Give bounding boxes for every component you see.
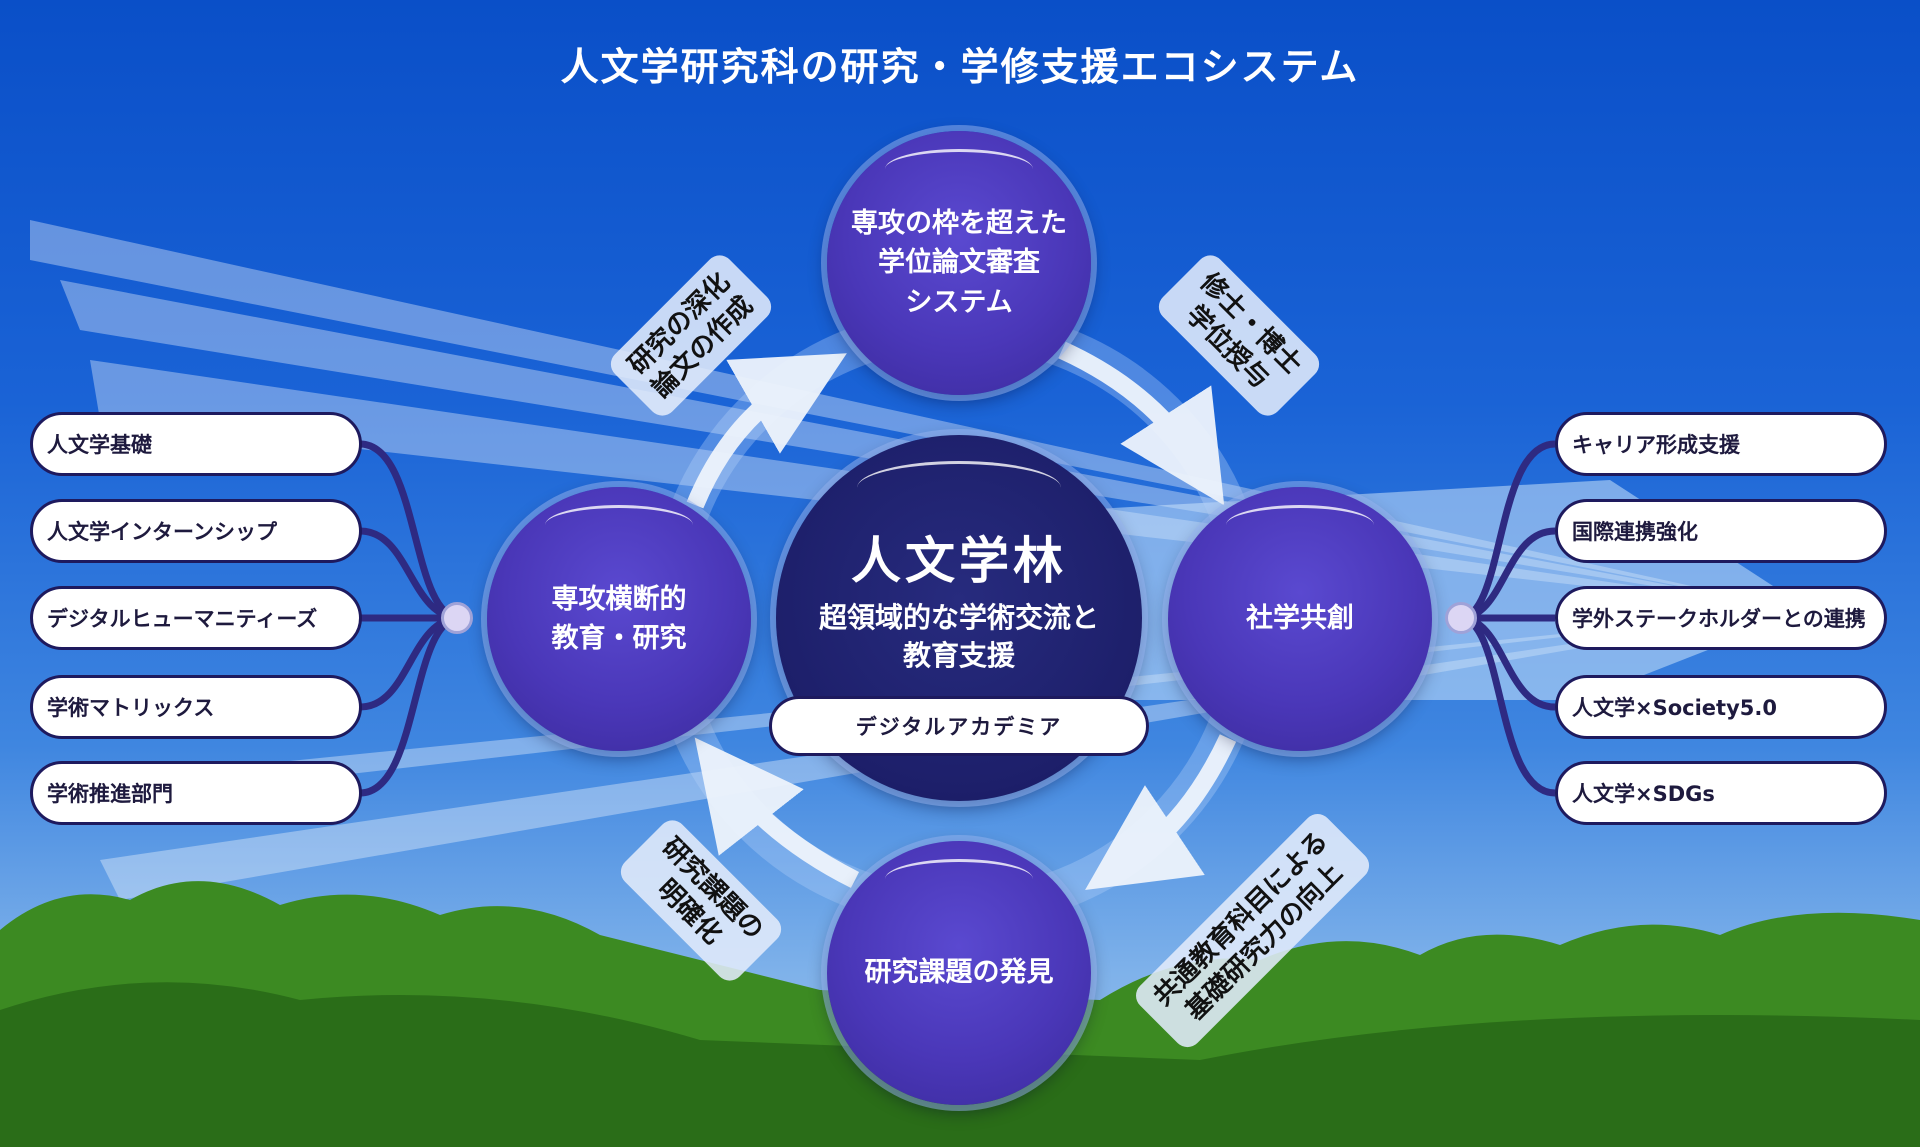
node-right-label: 社学共創	[1246, 603, 1354, 635]
arrow-bottom-to-left	[694, 737, 860, 889]
arrow-top-to-right	[1058, 341, 1225, 506]
arrow-right-to-bottom	[1085, 734, 1237, 890]
left-connector-dot	[441, 602, 473, 634]
node-top-line-1: 専攻の枠を超えた	[851, 208, 1067, 240]
left-item: 人文学インターンシップ	[30, 499, 362, 563]
node-left-line-2: 教育・研究	[551, 623, 687, 654]
right-item: 人文学×SDGs	[1555, 761, 1887, 825]
left-item: 人文学基礎	[30, 412, 362, 476]
node-research-discovery: 研究課題の発見	[827, 841, 1091, 1105]
node-cross-major: 専攻横断的教育・研究	[487, 487, 751, 751]
right-connector-dot	[1445, 602, 1477, 634]
left-item: デジタルヒューマニティーズ	[30, 586, 362, 650]
node-top-line-2: 学位論文審査	[878, 247, 1040, 279]
arrow-left-to-top	[686, 353, 847, 509]
page-title: 人文学研究科の研究・学修支援エコシステム	[560, 45, 1360, 89]
node-bottom-label: 研究課題の発見	[864, 957, 1054, 989]
right-item: キャリア形成支援	[1555, 412, 1887, 476]
right-item: 学外ステークホルダーとの連携	[1555, 586, 1887, 650]
right-item: 国際連携強化	[1555, 499, 1887, 563]
digital-academia-badge: デジタルアカデミア	[769, 696, 1149, 756]
node-top-line-3: システム	[905, 286, 1013, 318]
node-social-cocreation: 社学共創	[1168, 487, 1432, 751]
center-subtitle-2: 教育支援	[902, 639, 1015, 672]
node-thesis-review: 専攻の枠を超えた学位論文審査システム	[827, 131, 1091, 395]
left-item: 学術推進部門	[30, 761, 362, 825]
center-subtitle-1: 超領域的な学術交流と	[818, 601, 1099, 635]
right-item: 人文学×Society5.0	[1555, 675, 1887, 739]
node-left-line-1: 専攻横断的	[551, 583, 687, 615]
center-heading: 人文学林	[851, 532, 1067, 591]
left-item: 学術マトリックス	[30, 675, 362, 739]
